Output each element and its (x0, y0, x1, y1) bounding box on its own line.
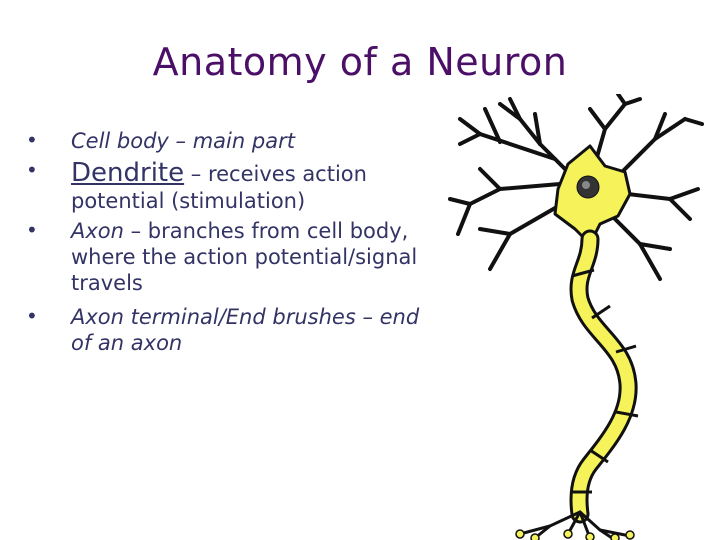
nucleolus (582, 181, 590, 189)
terminal-bulbs (515, 529, 635, 540)
bullet-cell-body: • Cell body – main part (24, 128, 444, 154)
bullet-axon-terminal: • Axon terminal/End brushes – end of an … (24, 304, 444, 356)
myelin-nodes (570, 268, 639, 494)
bullet-text: – branches from cell body, where the act… (71, 219, 418, 295)
slide-title: Anatomy of a Neuron (152, 40, 568, 84)
axon (572, 232, 635, 521)
bullet-text: – receives action potential (stimulation… (71, 162, 367, 213)
bullet-text: – main part (168, 129, 295, 153)
bullet-dot: • (26, 128, 38, 152)
bullet-term: Dendrite (71, 158, 185, 188)
bullet-list: • Cell body – main part • Dendrite – rec… (24, 128, 444, 360)
bullet-dot: • (26, 304, 38, 328)
bullet-dendrite: • Dendrite – receives action potential (… (24, 158, 444, 214)
bullet-term: Cell body (71, 129, 169, 153)
dendrites (448, 94, 704, 281)
bullet-text: – end of an axon (71, 305, 420, 355)
bullet-term: Axon (71, 219, 124, 243)
neuron-illustration (448, 94, 704, 540)
bullet-dot: • (26, 218, 38, 242)
bullet-axon: • Axon – branches from cell body, where … (24, 218, 444, 296)
bullet-dot: • (26, 158, 38, 182)
bullet-term: Axon terminal/End brushes (71, 305, 356, 329)
